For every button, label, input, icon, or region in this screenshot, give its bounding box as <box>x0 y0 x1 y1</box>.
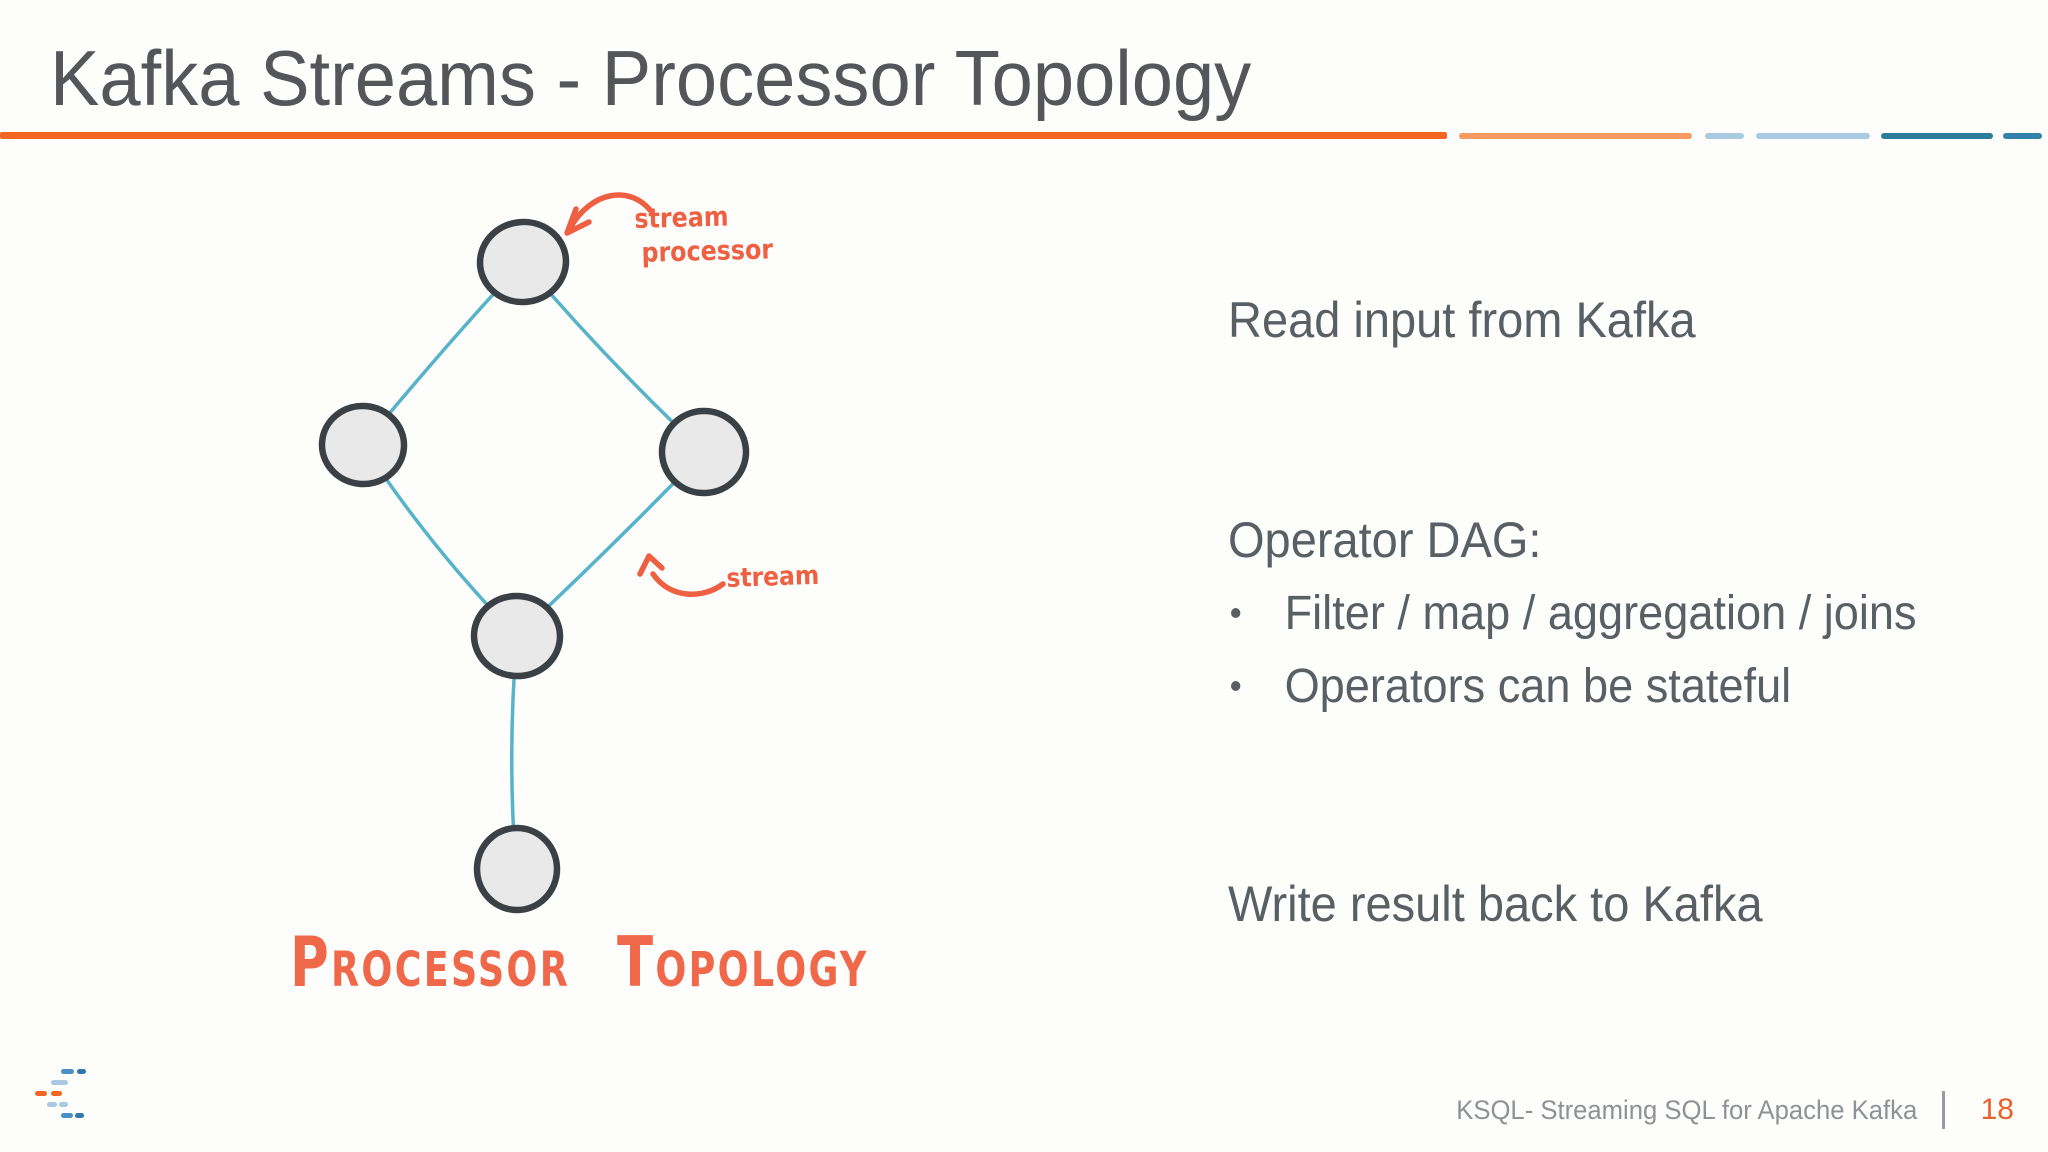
deck-title: KSQL- Streaming SQL for Apache Kafka <box>1456 1094 1918 1125</box>
diagram-caption: Processor Topology <box>290 922 869 1003</box>
bullet-label: Filter / map / aggregation / joins <box>1284 587 1917 640</box>
stream-processor-annotation: stream processor <box>634 199 773 270</box>
underline-segment <box>1881 133 1993 139</box>
logo-dash <box>59 1102 68 1107</box>
sink-processor-node <box>473 824 561 914</box>
logo-dash <box>47 1102 57 1107</box>
footer: KSQL- Streaming SQL for Apache Kafka 18 <box>1432 1088 2014 1132</box>
underline-segment <box>2003 133 2042 139</box>
stream-processor-arrow <box>564 206 592 236</box>
stream-processor-arrow <box>567 192 653 231</box>
stream-arrow <box>650 571 726 597</box>
logo-dash <box>77 1069 86 1074</box>
logo-dash <box>35 1091 47 1096</box>
text-read-input: Read input from Kafka <box>1228 292 1696 348</box>
bullet-item-stateful: Operators can be stateful <box>1231 658 1791 716</box>
logo-dash <box>51 1080 68 1085</box>
bullet-label: Operators can be stateful <box>1284 660 1792 713</box>
stream-arrow <box>637 553 665 577</box>
source-processor-node <box>476 218 570 306</box>
underline-segment <box>1756 133 1870 139</box>
bullet-dot <box>1231 681 1241 691</box>
page-title: Kafka Streams - Processor Topology <box>50 34 1252 122</box>
underline-segment <box>1459 133 1692 139</box>
logo-dash <box>51 1091 62 1096</box>
page-number: 18 <box>1980 1093 2014 1126</box>
left-processor-node <box>318 402 408 488</box>
underline-segment <box>1705 133 1744 139</box>
logo-dash <box>61 1113 73 1118</box>
right-processor-node <box>658 407 750 497</box>
logo-dash <box>61 1069 74 1074</box>
stream-annotation: stream <box>726 560 820 594</box>
merge-processor-node <box>470 592 564 680</box>
caption-word-processor: Processor <box>290 922 571 1003</box>
stream-processor-annotation-line2: processor <box>641 234 774 269</box>
bullet-item-filter-map: Filter / map / aggregation / joins <box>1231 585 1917 643</box>
logo-dash <box>75 1113 84 1118</box>
caption-word-topology: Topology <box>617 922 869 1003</box>
bullet-dot <box>1231 608 1241 618</box>
confluent-logo: confluent <box>35 1060 335 1140</box>
text-operator-dag: Operator DAG: <box>1228 512 1542 568</box>
footer-divider <box>1941 1091 1945 1129</box>
stream-processor-annotation-line1: stream <box>634 201 729 235</box>
title-underline <box>0 132 1447 139</box>
text-write-result: Write result back to Kafka <box>1228 876 1763 932</box>
